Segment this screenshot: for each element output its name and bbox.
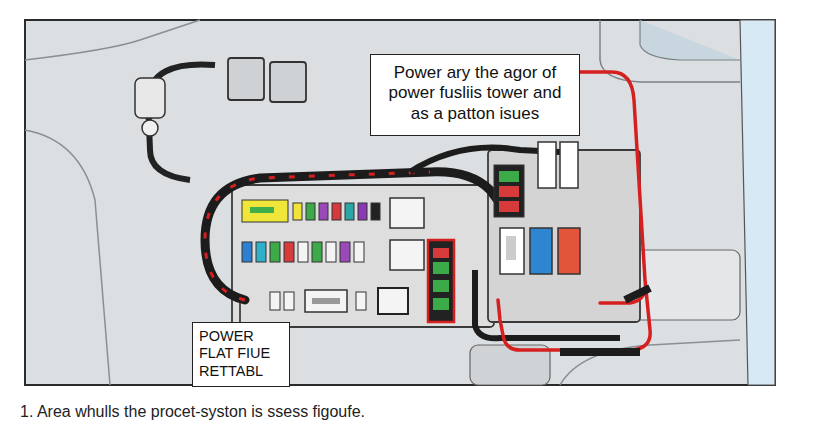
fuse (356, 292, 366, 310)
fuse (270, 242, 280, 262)
fuse (538, 142, 556, 188)
fuse (340, 242, 350, 262)
panel-line (640, 20, 740, 60)
fuse (371, 203, 380, 220)
panel-line (560, 340, 740, 385)
fuse (332, 203, 341, 220)
fuse (499, 186, 519, 197)
fuse (530, 228, 552, 274)
fuse (499, 171, 519, 182)
fuse-box (232, 185, 494, 327)
connector (135, 78, 165, 118)
node-text: POWER FLAT FIUE RETTABL (199, 328, 283, 380)
fuse (306, 203, 315, 220)
fuse-stack (428, 240, 454, 322)
fuse (270, 292, 280, 310)
fuse (433, 280, 449, 292)
frame (25, 20, 775, 385)
fuse-mark (506, 236, 516, 260)
fuse (560, 142, 578, 188)
relay (270, 62, 306, 102)
panel-line (25, 20, 200, 60)
relay (390, 198, 424, 228)
fuse (293, 203, 302, 220)
wire-sleeve (625, 288, 650, 300)
wire-sleeve (560, 348, 640, 356)
connector-knob (142, 120, 158, 136)
fuse (354, 242, 364, 262)
fuse (242, 242, 252, 262)
wire-harness (205, 172, 505, 300)
fuse (499, 201, 519, 212)
wire-mark (205, 172, 430, 300)
fuse (433, 248, 449, 258)
fuse (319, 203, 328, 220)
fuse (256, 242, 266, 262)
fuse (433, 262, 449, 274)
connector (378, 288, 408, 314)
relay (305, 290, 347, 312)
panel-line (25, 130, 110, 385)
fuse-mark (250, 207, 274, 213)
fuse (358, 203, 367, 220)
fuse (284, 292, 294, 310)
label-box: POWER FLAT FIUE RETTABL (192, 322, 290, 387)
fuse (312, 242, 322, 262)
fuse (242, 200, 288, 222)
node-text: Power ary the agor of power fusliis towe… (379, 63, 571, 124)
fuse (433, 298, 449, 310)
fuse (298, 242, 308, 262)
leader-line (239, 302, 241, 322)
callout-box: Power ary the agor of power fusliis towe… (370, 54, 580, 136)
fuse (326, 242, 336, 262)
fuse-stack (494, 165, 524, 217)
fuse (558, 228, 580, 274)
window-edge (740, 20, 775, 385)
fuse (284, 242, 294, 262)
fuse (500, 228, 524, 274)
relay (390, 240, 424, 270)
caption: 1. Area whulls the procet-syston is sses… (20, 402, 365, 421)
fuse (345, 203, 354, 220)
relay (228, 58, 264, 100)
relay-mark (312, 298, 340, 304)
